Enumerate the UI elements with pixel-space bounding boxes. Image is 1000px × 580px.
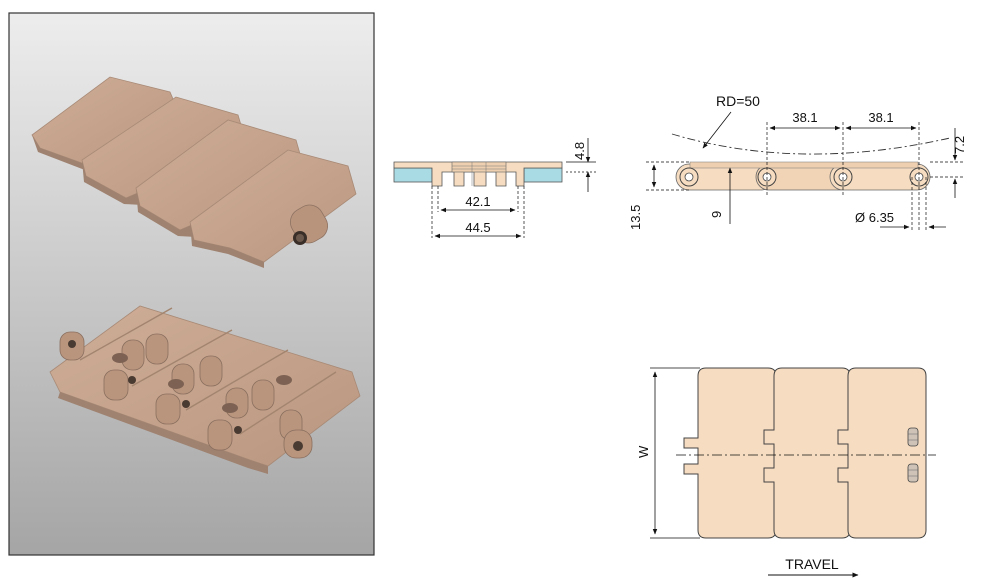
top-view-drawing: W TRAVEL	[636, 367, 936, 578]
top-hinge-slot-lower	[907, 463, 919, 483]
pitch-1-label: 38.1	[792, 110, 817, 125]
side-view-drawing: RD=50 38.1 38.1	[628, 93, 967, 230]
cross-section-right-band	[523, 167, 563, 183]
chain-top-view-photo	[31, 76, 357, 268]
dim-height-label: 4.8	[572, 142, 587, 160]
width-label: W	[636, 445, 651, 458]
pitch-2-label: 38.1	[868, 110, 893, 125]
top-plate-2	[763, 367, 851, 539]
dim-outer-width-label: 44.5	[465, 220, 490, 235]
cross-section-left-band	[393, 167, 433, 183]
photo-frame	[8, 12, 375, 556]
travel-label: TRAVEL	[785, 556, 839, 572]
pin-height-label: 9	[709, 211, 724, 218]
total-height-label: 13.5	[628, 205, 643, 230]
pin-diameter-label: Ø 6.35	[855, 210, 894, 225]
top-hinge-slot-upper	[907, 427, 919, 447]
product-photo	[8, 12, 375, 556]
chain-bottom-view-photo	[49, 305, 361, 474]
dim-inner-width-label: 42.1	[465, 194, 490, 209]
radius-label: RD=50	[716, 93, 760, 109]
top-plate-3	[837, 367, 927, 539]
pin-offset-label: 7.2	[952, 136, 967, 154]
cross-section-drawing: 4.8 42.1 44.5	[393, 138, 596, 239]
top-plate-1	[683, 367, 777, 539]
radius-arc	[671, 133, 951, 155]
